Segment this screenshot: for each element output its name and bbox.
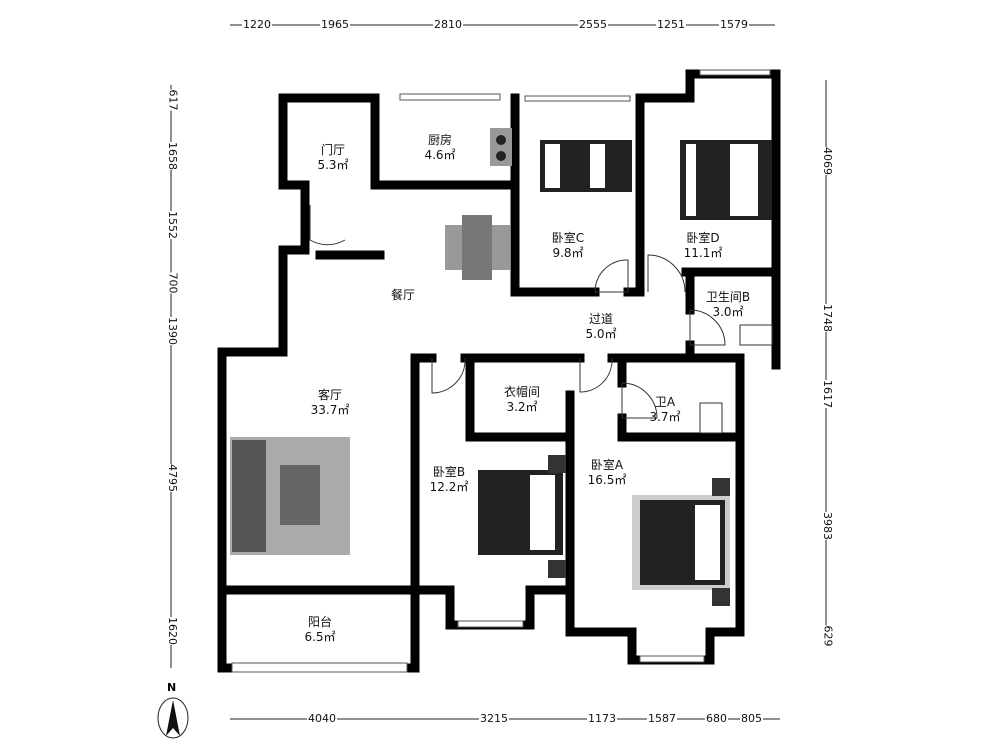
toilet-icon: [699, 402, 723, 434]
windows: [231, 69, 771, 673]
sofa-icon: [232, 440, 266, 552]
dim-right: 4069: [821, 147, 834, 175]
walls: [217, 69, 781, 673]
dim-bottom: 4040: [307, 712, 337, 725]
doors: [309, 205, 726, 419]
compass-label: N: [167, 681, 177, 694]
compass-icon: [157, 697, 189, 739]
dim-left: 4795: [166, 464, 179, 492]
stove-icon: [490, 128, 512, 166]
dim-bottom: 3215: [479, 712, 509, 725]
bathtub-icon: [739, 324, 773, 346]
dim-left: 1620: [166, 617, 179, 645]
dim-right: 1617: [821, 380, 834, 408]
coffee-table-icon: [280, 465, 320, 525]
furniture: [230, 128, 773, 606]
dim-bottom: 1173: [587, 712, 617, 725]
dim-bottom: 805: [740, 712, 763, 725]
dim-bottom: 1587: [647, 712, 677, 725]
dim-left: 617: [166, 89, 180, 111]
dim-left: 1658: [166, 142, 179, 170]
dim-top: 2555: [578, 18, 608, 31]
dim-left: 700: [166, 272, 180, 294]
dim-top: 1579: [719, 18, 749, 31]
dim-right: 1748: [821, 304, 834, 332]
dim-right: 3983: [821, 512, 834, 540]
dim-top: 1220: [242, 18, 272, 31]
dim-bottom: 680: [705, 712, 728, 725]
dim-top: 1965: [320, 18, 350, 31]
dim-top: 2810: [433, 18, 463, 31]
dim-top: 1251: [656, 18, 686, 31]
dim-left: 1390: [166, 317, 179, 345]
dim-left: 1552: [166, 211, 179, 239]
room-dining: 餐厅: [390, 288, 416, 302]
dim-right: 629: [821, 625, 835, 647]
